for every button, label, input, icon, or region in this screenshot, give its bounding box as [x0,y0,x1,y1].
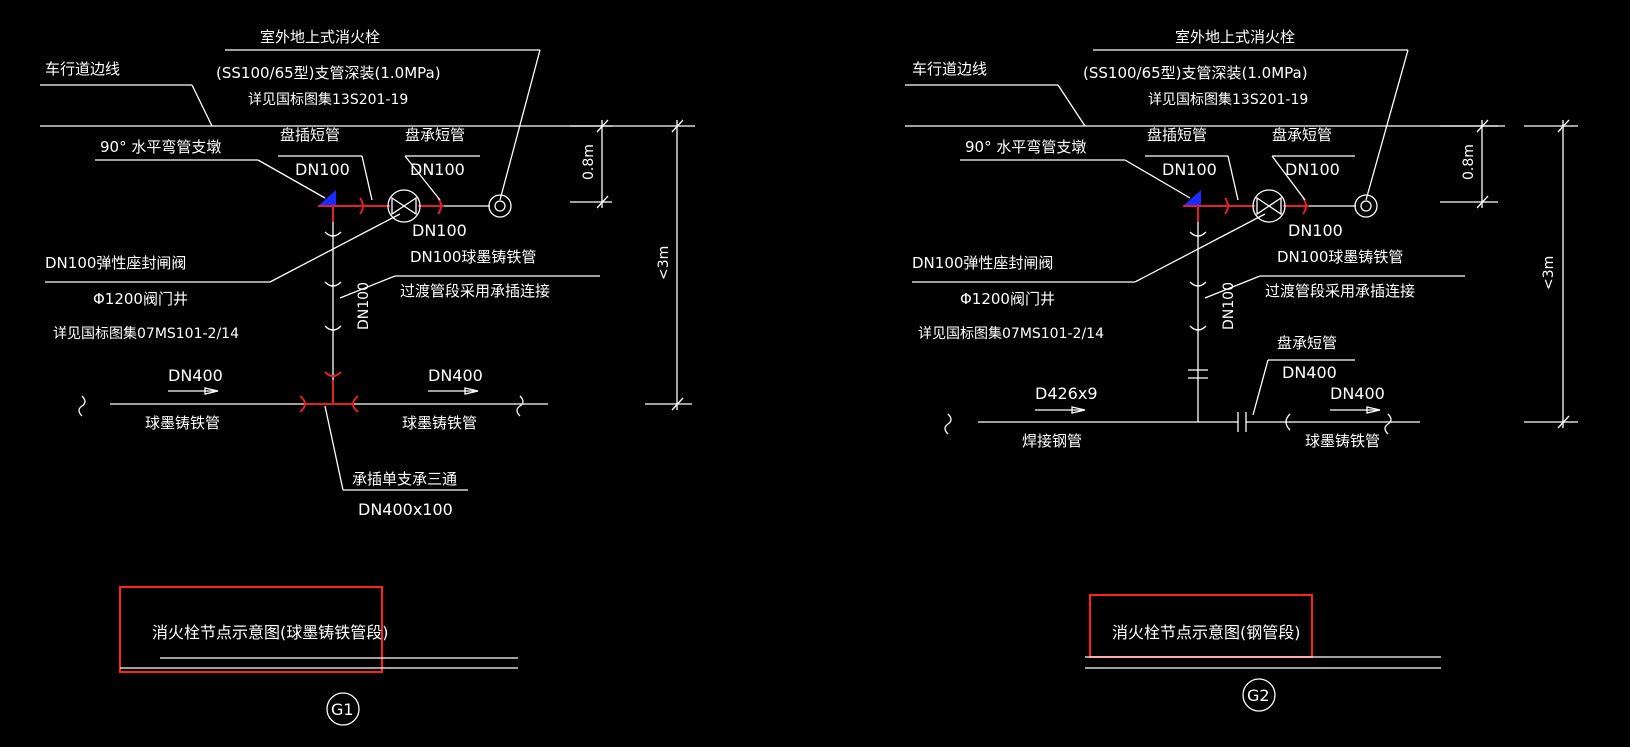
main-left-size: D426x9 [1035,384,1098,403]
hydrant-model: (SS100/65型)支管深装(1.0MPa) [1083,64,1308,82]
well-ref: 详见国标图集07MS101-2/14 [918,325,1104,342]
depth-label: 0.8m [581,144,597,180]
main-left-size: DN400 [168,366,223,385]
well-label: Φ1200阀门井 [960,290,1055,308]
road-edge-label: 车行道边线 [45,60,120,78]
hydrant-symbol [488,194,512,218]
tee-size: DN400x100 [358,500,453,519]
hydrant-model: (SS100/65型)支管深装(1.0MPa) [216,64,441,82]
tee-label: 承插单支承三通 [352,470,457,488]
elbow-support-block [318,190,336,206]
detail-tag: G2 [1247,686,1270,705]
well-ref: 详见国标图集07MS101-2/14 [53,325,239,342]
hydrant-title: 室外地上式消火栓 [1175,28,1295,46]
hydrant-ref: 详见国标图集13S201-19 [1148,91,1308,108]
elbow-support-label: 90° 水平弯管支墩 [100,138,221,156]
detail-tag-circle [326,692,360,726]
caption-title: 消火栓节点示意图(球墨铸铁管段) [152,623,389,642]
caption-title: 消火栓节点示意图(钢管段) [1112,623,1301,642]
ductile-pipe-label: DN100球墨铸铁管 [1277,248,1403,266]
main-right-size: DN400 [428,366,483,385]
valve-bottom-size: DN100 [412,221,467,240]
detail-g1: 车行道边线 室外地上式消火栓 (SS100/65型)支管深装(1.0MPa) 详… [40,28,695,726]
short-pipe-1-name: 盘插短管 [1147,126,1207,144]
hydrant-title: 室外地上式消火栓 [260,28,380,46]
detail-g2: 车行道边线 室外地上式消火栓 (SS100/65型)支管深装(1.0MPa) 详… [905,28,1578,712]
depth-label-2: <3m [1541,256,1557,290]
hydrant-leader [499,49,541,201]
gate-valve-label: DN100弹性座封闸阀 [912,254,1053,272]
gate-valve-label: DN100弹性座封闸阀 [45,254,186,272]
ductile-pipe-label: DN100球墨铸铁管 [410,248,536,266]
hydrant-ref: 详见国标图集13S201-19 [248,91,408,108]
main-left-name: 球墨铸铁管 [145,414,220,432]
transition-label: 过渡管段采用承插连接 [1265,282,1415,300]
depth-label: 0.8m [1461,144,1477,180]
caption-highlight-box[interactable] [119,586,383,673]
flange-pipe-name: 盘承短管 [1277,334,1337,352]
riser-size: DN100 [1221,282,1237,330]
flange-pipe-size: DN400 [1282,363,1337,382]
short-pipe-2-size: DN100 [410,160,465,179]
detail-tag-circle [1242,678,1276,712]
elbow-support-block [1183,190,1201,206]
main-left-name: 焊接钢管 [1022,432,1082,450]
valve-bottom-size: DN100 [1288,221,1343,240]
short-pipe-1-name: 盘插短管 [280,126,340,144]
main-right-size: DN400 [1330,384,1385,403]
short-pipe-2-size: DN100 [1285,160,1340,179]
gate-valve-symbol [1252,189,1286,223]
riser-size: DN100 [356,282,372,330]
main-right-name: 球墨铸铁管 [402,414,477,432]
elbow-support-label: 90° 水平弯管支墩 [965,138,1086,156]
depth-label-2: <3m [656,246,672,280]
main-right-name: 球墨铸铁管 [1305,432,1380,450]
well-label: Φ1200阀门井 [93,290,188,308]
short-pipe-1-size: DN100 [295,160,350,179]
hydrant-symbol [1354,194,1378,218]
road-edge-label: 车行道边线 [912,60,987,78]
short-pipe-2-name: 盘承短管 [405,126,465,144]
transition-label: 过渡管段采用承插连接 [400,282,550,300]
gate-valve-symbol [387,189,421,223]
detail-tag: G1 [331,700,354,719]
short-pipe-2-name: 盘承短管 [1272,126,1332,144]
short-pipe-1-size: DN100 [1162,160,1217,179]
